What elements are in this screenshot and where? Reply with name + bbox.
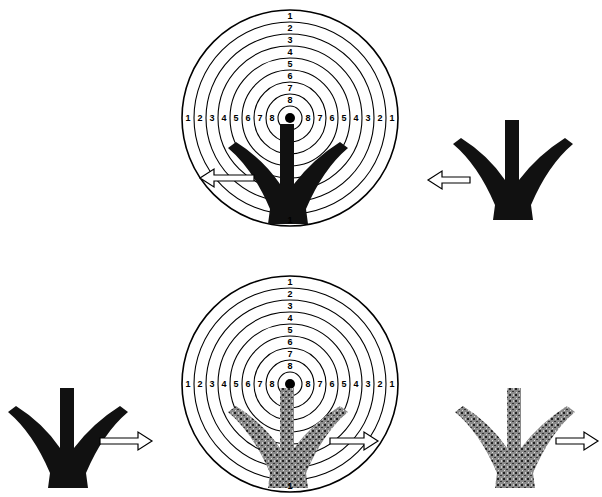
ring-number: 6 xyxy=(287,338,292,347)
ring-number: 7 xyxy=(317,380,322,389)
ring-number: 3 xyxy=(209,114,214,123)
ring-number: 1 xyxy=(389,380,394,389)
ring-number: 2 xyxy=(287,290,292,299)
ring-number: 2 xyxy=(377,380,382,389)
shot-group-shaded xyxy=(228,388,575,488)
ring-number: 3 xyxy=(287,36,292,45)
ring-number: 2 xyxy=(287,24,292,33)
ring-number: 4 xyxy=(287,314,292,323)
ring-number: 1 xyxy=(185,380,190,389)
ring-number: 4 xyxy=(287,48,292,57)
target-ring xyxy=(182,10,398,226)
ring-number: 7 xyxy=(287,350,292,359)
ring-number: 1 xyxy=(287,12,292,21)
ring-number: 3 xyxy=(365,114,370,123)
ring-number: 7 xyxy=(257,380,262,389)
direction-arrow xyxy=(100,169,598,450)
ring-number: 2 xyxy=(197,114,202,123)
ring-number: 2 xyxy=(197,380,202,389)
ring-number: 6 xyxy=(287,72,292,81)
ring-number: 3 xyxy=(365,380,370,389)
ring-number: 3 xyxy=(287,302,292,311)
ring-number: 8 xyxy=(269,380,274,389)
ring-number: 1 xyxy=(287,278,292,287)
ring-number: 7 xyxy=(287,84,292,93)
ring-number: 8 xyxy=(269,114,274,123)
ring-number: 8 xyxy=(287,96,292,105)
bullseye xyxy=(285,379,295,389)
ring-number: 5 xyxy=(233,114,238,123)
ring-number: 2 xyxy=(377,114,382,123)
ring-number: 6 xyxy=(329,114,334,123)
ring-number: 1 xyxy=(185,114,190,123)
ring-number: 5 xyxy=(341,380,346,389)
bullseye xyxy=(285,113,295,123)
ring-number: 4 xyxy=(221,380,226,389)
ring-number: 8 xyxy=(305,380,310,389)
target-rings xyxy=(182,10,398,492)
ring-number: 4 xyxy=(353,380,358,389)
ring-number: 5 xyxy=(287,326,292,335)
target-ring xyxy=(182,276,398,492)
ring-number: 6 xyxy=(329,380,334,389)
ring-number: 1 xyxy=(287,482,292,491)
ring-number: 8 xyxy=(305,114,310,123)
ring-number: 1 xyxy=(389,114,394,123)
ring-number: 4 xyxy=(221,114,226,123)
ring-number: 1 xyxy=(287,216,292,225)
ring-number: 7 xyxy=(317,114,322,123)
ring-number: 3 xyxy=(209,380,214,389)
ring-number: 5 xyxy=(287,60,292,69)
ring-number: 6 xyxy=(245,380,250,389)
ring-number: 4 xyxy=(353,114,358,123)
ring-number: 6 xyxy=(245,114,250,123)
ring-number: 5 xyxy=(341,114,346,123)
ring-number: 8 xyxy=(287,362,292,371)
ring-number: 5 xyxy=(233,380,238,389)
ring-number: 7 xyxy=(257,114,262,123)
